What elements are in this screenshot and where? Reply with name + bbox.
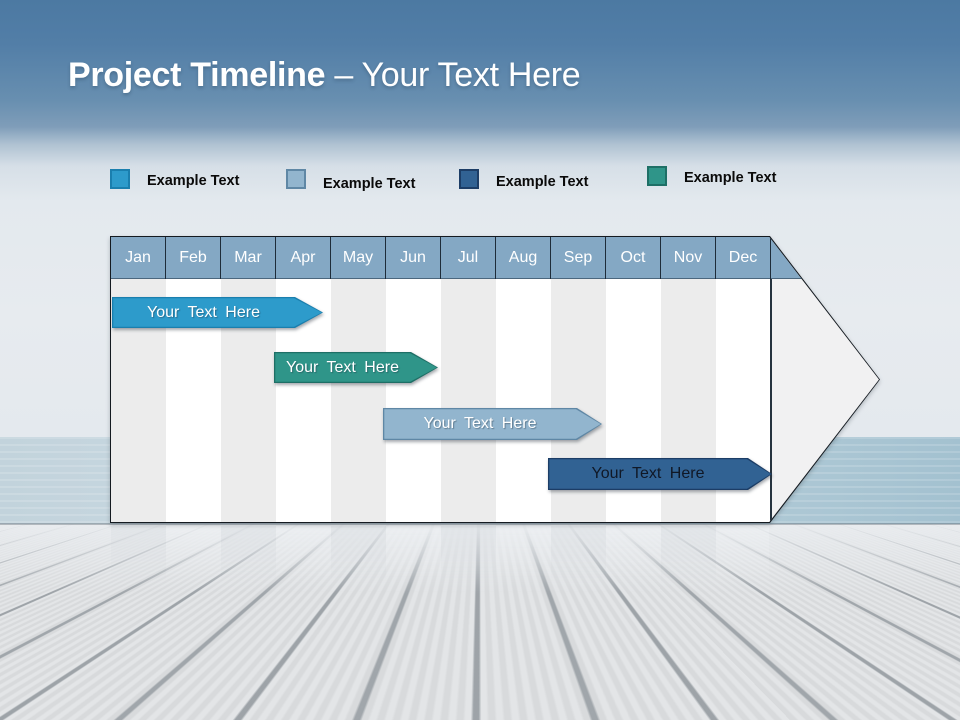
month-cell-jan[interactable]: Jan [111, 237, 166, 279]
legend-item-3[interactable]: Example Text [459, 169, 588, 190]
timeline-reflection [111, 526, 769, 584]
task-bar-fill: Your Text Here [275, 353, 437, 382]
legend-label: Example Text [684, 170, 777, 186]
task-bar-1[interactable]: Your Text Here [112, 297, 323, 328]
legend-swatch [647, 166, 667, 186]
month-cell-nov[interactable]: Nov [661, 237, 716, 279]
slide-title-rest: – Your Text Here [334, 56, 581, 94]
legend-label: Example Text [323, 176, 416, 192]
legend-swatch [459, 169, 479, 189]
month-cell-jul[interactable]: Jul [441, 237, 496, 279]
task-bar-label: Your Text Here [423, 415, 537, 432]
task-bar-label: Your Text Here [147, 303, 260, 321]
month-cell-jun[interactable]: Jun [386, 237, 441, 279]
task-bar-label: Your Text Here [591, 465, 705, 482]
month-cell-mar[interactable]: Mar [221, 237, 276, 279]
legend-item-4[interactable]: Example Text [647, 166, 776, 186]
column-stripe-jul [441, 279, 496, 522]
deck-haze [0, 524, 960, 594]
deck-edge-line [0, 523, 960, 525]
task-bar-3[interactable]: Your Text Here [383, 408, 602, 440]
task-bar-fill: Your Text Here [549, 459, 771, 489]
task-bar-2[interactable]: Your Text Here [274, 352, 438, 383]
month-cell-sep[interactable]: Sep [551, 237, 606, 279]
task-bar-label: Your Text Here [286, 358, 399, 376]
month-cell-apr[interactable]: Apr [276, 237, 331, 279]
task-bar-fill: Your Text Here [113, 298, 322, 327]
task-bar-4[interactable]: Your Text Here [548, 458, 772, 490]
month-cell-oct[interactable]: Oct [606, 237, 661, 279]
task-bar-fill: Your Text Here [384, 409, 601, 439]
month-cell-feb[interactable]: Feb [166, 237, 221, 279]
legend-item-1[interactable]: Example Text [110, 169, 239, 189]
column-stripe-aug [496, 279, 551, 522]
legend-swatch [286, 169, 306, 189]
wooden-deck-background [0, 524, 960, 720]
month-cell-dec[interactable]: Dec [716, 237, 771, 279]
slide-title[interactable]: Project Timeline – Your Text Here [68, 56, 581, 94]
legend-label: Example Text [147, 173, 240, 189]
month-cell-aug[interactable]: Aug [496, 237, 551, 279]
legend-label: Example Text [496, 174, 589, 190]
tip-divider-line [770, 237, 772, 522]
legend-item-2[interactable]: Example Text [286, 169, 415, 192]
column-stripe-jun [386, 279, 441, 522]
month-cell-may[interactable]: May [331, 237, 386, 279]
column-stripe-may [331, 279, 386, 522]
slide-title-bold: Project Timeline [68, 56, 326, 94]
legend-swatch [110, 169, 130, 189]
